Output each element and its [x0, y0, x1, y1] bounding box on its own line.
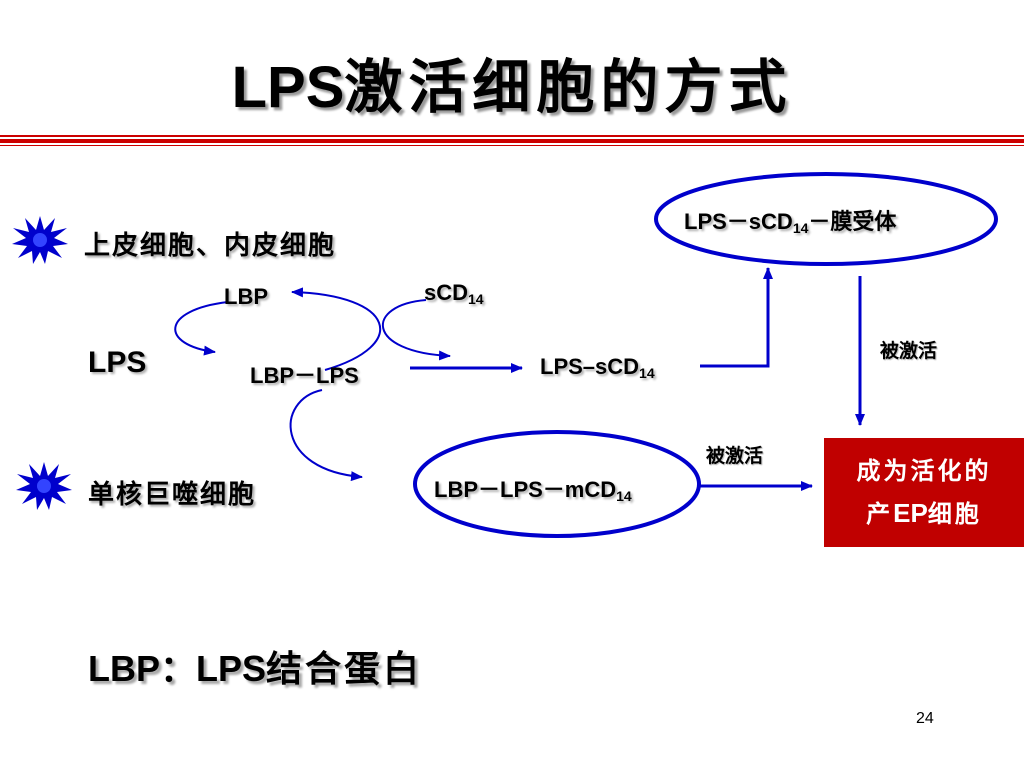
receptor-label: LPS－sCD14－膜受体	[684, 209, 897, 236]
page-number: 24	[916, 710, 934, 727]
scd14-label: sCD14	[424, 280, 484, 307]
epithelial-label: 上皮细胞、内皮细胞	[84, 231, 337, 261]
result-box: 成为活化的 产EP细胞	[824, 438, 1024, 547]
mcd14-label: LBP－LPS－mCD14	[434, 477, 632, 504]
activated-label-right: 被激活	[880, 340, 938, 362]
arrow-lps-scd14-to-receptor	[700, 267, 773, 368]
lbp-lps-label: LBP－LPS	[250, 363, 359, 388]
title-rule	[0, 135, 1024, 146]
burst-icon-epithelial	[12, 216, 68, 264]
title-cn: 激活细胞的方式	[344, 53, 793, 121]
result-line-2: 产EP细胞	[866, 498, 982, 528]
title-latin: LPS	[231, 55, 345, 120]
lps-label: LPS	[88, 346, 147, 379]
lps-scd14-label: LPS–sCD14	[540, 354, 655, 381]
footer-definition: LBP：LPS结合蛋白	[88, 648, 423, 690]
receptor-ellipse	[654, 172, 998, 266]
mcd14-ellipse	[413, 430, 701, 538]
curve-arrow-to-lbp-lps	[174, 301, 229, 356]
lbp-label: LBP	[224, 284, 268, 309]
page-title: LPS激活细胞的方式	[0, 40, 1024, 124]
curve-arrow-to-mcd14	[289, 389, 363, 482]
burst-icon-monocyte	[16, 462, 72, 510]
activated-label-bottom: 被激活	[706, 445, 764, 467]
curve-arrow-to-lbp	[291, 287, 382, 371]
result-line-1: 成为活化的	[856, 456, 992, 485]
monocyte-label: 单核巨噬细胞	[88, 480, 257, 510]
curve-arrow-scd14	[382, 299, 451, 361]
